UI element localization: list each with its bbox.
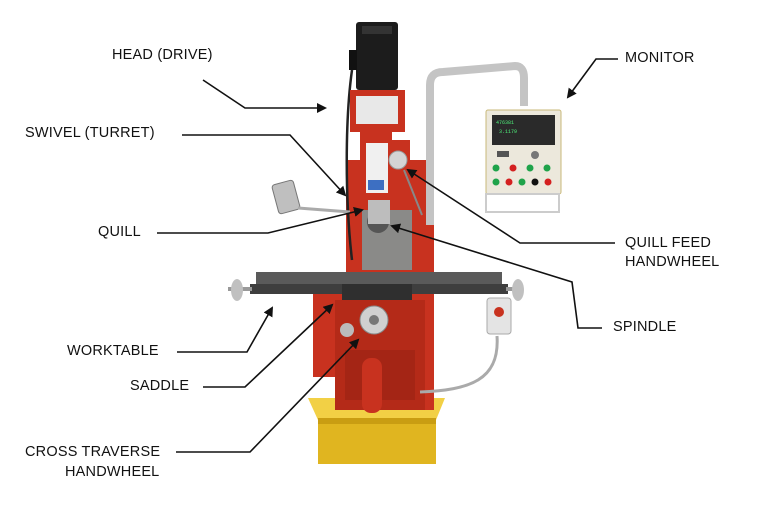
- leader-worktable: [177, 306, 273, 353]
- work-lamp: [271, 179, 351, 215]
- label-saddle: SADDLE: [130, 378, 190, 394]
- label-quill: QUILL: [98, 224, 141, 240]
- label-quill-feed-line1: QUILL FEED: [625, 235, 712, 251]
- svg-text:476381: 476381: [496, 120, 514, 126]
- leader-quill-feed: [406, 168, 615, 244]
- leader-quill: [157, 207, 364, 234]
- label-monitor: MONITOR: [625, 50, 695, 66]
- label-quill-feed-line2: HANDWHEEL: [625, 254, 720, 270]
- label-head: HEAD (DRIVE): [112, 47, 213, 63]
- quill-housing: [360, 140, 423, 224]
- label-cross-traverse-line2: HANDWHEEL: [65, 464, 160, 480]
- leader-saddle: [203, 303, 334, 388]
- label-worktable: WORKTABLE: [67, 343, 159, 359]
- svg-text:3.1179: 3.1179: [499, 129, 517, 135]
- leader-head: [202, 79, 327, 113]
- leader-spindle: [390, 223, 602, 329]
- label-swivel: SWIVEL (TURRET): [25, 125, 155, 141]
- motor: [345, 22, 398, 261]
- monitor-shape: 476381 3.1179: [426, 61, 562, 225]
- label-cross-traverse-line1: CROSS TRAVERSE: [25, 444, 161, 460]
- cross-traverse-handwheel-shape: [340, 305, 389, 337]
- worktable-shape: [228, 272, 524, 301]
- leader-swivel: [182, 134, 347, 197]
- power-feed-box: [419, 297, 512, 394]
- leader-cross-traverse: [176, 338, 360, 453]
- label-spindle: SPINDLE: [613, 319, 677, 335]
- head-shape: [350, 90, 405, 154]
- leader-monitor: [566, 58, 618, 99]
